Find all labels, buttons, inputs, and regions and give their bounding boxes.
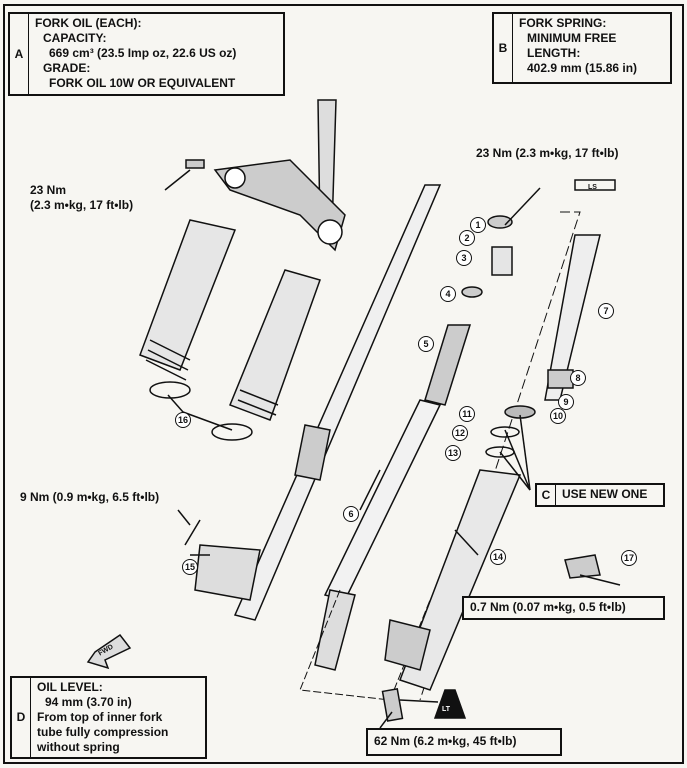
box-b-fork-spring: B FORK SPRING: MINIMUM FREE LENGTH: 402.… <box>492 12 672 84</box>
spring-line2: LENGTH: <box>527 46 581 60</box>
part-callout-14: 14 <box>490 549 506 565</box>
oil-level-note2: tube fully compression <box>37 725 169 739</box>
lt-label: LT <box>442 706 451 713</box>
capacity-label: CAPACITY: <box>43 31 107 45</box>
spring-length-value: 402.9 mm (15.86 in) <box>527 61 638 75</box>
inner-tube <box>314 399 442 671</box>
part-callout-1: 1 <box>470 217 486 233</box>
outer-tube-right <box>399 469 522 691</box>
cable-clamp <box>564 554 601 579</box>
part-callout-12: 12 <box>452 425 468 441</box>
damper-rod <box>424 324 472 406</box>
bolt <box>185 159 205 169</box>
ls-grease-icon <box>574 179 616 191</box>
box-letter: C <box>537 485 556 505</box>
part-callout-15: 15 <box>182 559 198 575</box>
grade-value: FORK OIL 10W OR EQUIVALENT <box>49 76 236 90</box>
part-callout-2: 2 <box>459 230 475 246</box>
damper-bolt <box>381 687 404 722</box>
torque-cap-bolt: 23 Nm (2.3 m•kg, 17 ft•lb) <box>476 146 619 160</box>
oil-level-note3: without spring <box>37 740 120 754</box>
box-letter: D <box>12 678 31 757</box>
part-callout-8: 8 <box>570 370 586 386</box>
spring-line1: MINIMUM FREE <box>527 31 617 45</box>
fork-boot-left <box>139 219 237 381</box>
oil-level-value: 94 mm (3.70 in) <box>45 695 132 709</box>
torque-damper: 62 Nm (6.2 m•kg, 45 ft•lb) <box>374 734 517 748</box>
box-letter: A <box>10 14 29 94</box>
torque-line1: 23 Nm <box>30 183 67 197</box>
box-d-oil-level: D OIL LEVEL: 94 mm (3.70 in) From top of… <box>10 676 207 759</box>
clamp <box>211 423 253 441</box>
fwd-arrow-icon <box>86 633 132 670</box>
oil-level-note1: From top of inner fork <box>37 710 163 724</box>
part-callout-6: 6 <box>343 506 359 522</box>
oil-level-title: OIL LEVEL: <box>37 680 103 694</box>
part-callout-4: 4 <box>440 286 456 302</box>
torque-small: 0.7 Nm (0.07 m•kg, 0.5 ft•lb) <box>470 600 626 614</box>
lt-bottle-icon <box>433 689 467 719</box>
under-bracket <box>213 99 346 252</box>
fork-oil-title: FORK OIL (EACH): <box>35 16 142 30</box>
ls-label: LS <box>588 184 597 191</box>
torque-damper-box: 62 Nm (6.2 m•kg, 45 ft•lb) <box>366 728 562 756</box>
part-callout-9: 9 <box>558 394 574 410</box>
torque-bracket: 23 Nm (2.3 m•kg, 17 ft•lb) <box>30 183 133 213</box>
box-letter: B <box>494 14 513 82</box>
part-callout-11: 11 <box>459 406 475 422</box>
torque-line2: (2.3 m•kg, 17 ft•lb) <box>30 198 134 212</box>
torque-clamp: 9 Nm (0.9 m•kg, 6.5 ft•lb) <box>20 490 160 504</box>
outer-tube-left <box>194 184 442 621</box>
capacity-value: 669 cm³ (23.5 Imp oz, 22.6 US oz) <box>49 46 237 60</box>
box-c-use-new: C USE NEW ONE <box>535 483 665 507</box>
part-callout-16: 16 <box>175 412 191 428</box>
part-callout-3: 3 <box>456 250 472 266</box>
fork-spring-title: FORK SPRING: <box>519 16 607 30</box>
part-callout-17: 17 <box>621 550 637 566</box>
torque-small-box: 0.7 Nm (0.07 m•kg, 0.5 ft•lb) <box>462 596 665 620</box>
grade-label: GRADE: <box>43 61 91 75</box>
diagram-frame <box>3 4 684 764</box>
part-callout-13: 13 <box>445 445 461 461</box>
part-callout-10: 10 <box>550 408 566 424</box>
use-new-text: USE NEW ONE <box>562 487 648 501</box>
part-callout-5: 5 <box>418 336 434 352</box>
clamp <box>149 381 191 399</box>
box-a-fork-oil: A FORK OIL (EACH): CAPACITY: 669 cm³ (23… <box>8 12 285 96</box>
part-callout-7: 7 <box>598 303 614 319</box>
fork-boot-right <box>229 269 321 421</box>
